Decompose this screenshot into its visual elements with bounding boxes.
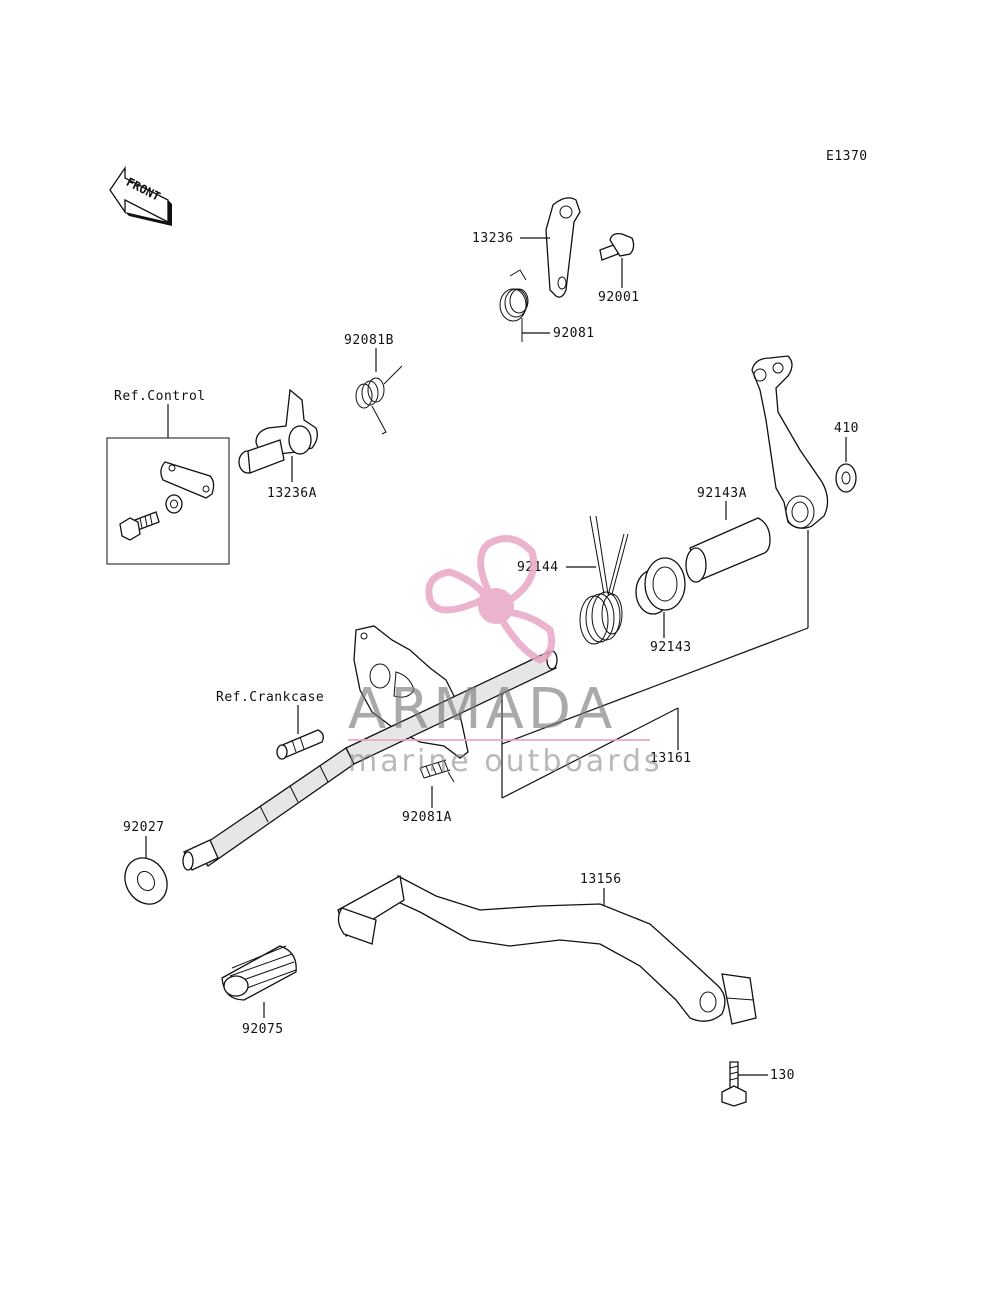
part-92001-bolt xyxy=(599,232,635,261)
watermark-subtitle: marine outboards xyxy=(348,744,663,779)
part-92143A-collar xyxy=(685,517,771,583)
ref-control-group: Ref.Control xyxy=(106,389,230,565)
part-130-bolt xyxy=(721,1061,747,1107)
crankcase-dowel xyxy=(276,729,324,760)
label-92081: 92081 xyxy=(553,326,595,341)
watermark-title: ARMADA xyxy=(348,677,616,742)
part-13236A-lever xyxy=(238,388,318,474)
diagram-code: E1370 xyxy=(826,149,868,164)
part-92075-rubber xyxy=(221,945,297,1001)
propeller-icon xyxy=(425,535,556,664)
part-92143-bushing xyxy=(635,557,686,615)
part-13156-pedal xyxy=(337,874,757,1025)
label-13156: 13156 xyxy=(580,872,622,887)
part-92081A-spring xyxy=(419,759,455,783)
control-bolt xyxy=(119,511,160,541)
part-13236-shift-arm xyxy=(545,197,581,298)
label-92144: 92144 xyxy=(517,560,559,575)
part-92081B-spring xyxy=(355,365,403,435)
label-92027: 92027 xyxy=(123,820,165,835)
ref-control-box xyxy=(106,437,230,565)
control-link-plate xyxy=(160,461,215,499)
part-410-washer xyxy=(835,463,857,493)
ref-crankcase-label: Ref.Crankcase xyxy=(216,690,324,705)
part-92027-washer xyxy=(124,857,168,905)
ref-control-label: Ref.Control xyxy=(114,389,206,404)
label-92081B: 92081B xyxy=(344,333,394,348)
label-92143: 92143 xyxy=(650,640,692,655)
label-13161: 13161 xyxy=(650,751,692,766)
label-410: 410 xyxy=(834,421,859,436)
control-washer xyxy=(165,494,183,514)
label-92075: 92075 xyxy=(242,1022,284,1037)
part-92144-spring xyxy=(579,515,629,645)
watermark-logo: ARMADA marine outboards xyxy=(348,535,663,779)
part-92081-spring xyxy=(499,269,529,342)
front-arrow-icon: FRONT xyxy=(109,165,172,226)
label-130: 130 xyxy=(770,1068,795,1083)
label-13236: 13236 xyxy=(472,231,514,246)
part-pedal-arm xyxy=(751,355,829,529)
label-13236A: 13236A xyxy=(267,486,317,501)
label-92081A: 92081A xyxy=(402,810,452,825)
label-92001: 92001 xyxy=(598,290,640,305)
label-92143A: 92143A xyxy=(697,486,747,501)
part-13161-shift-shaft xyxy=(182,625,558,871)
